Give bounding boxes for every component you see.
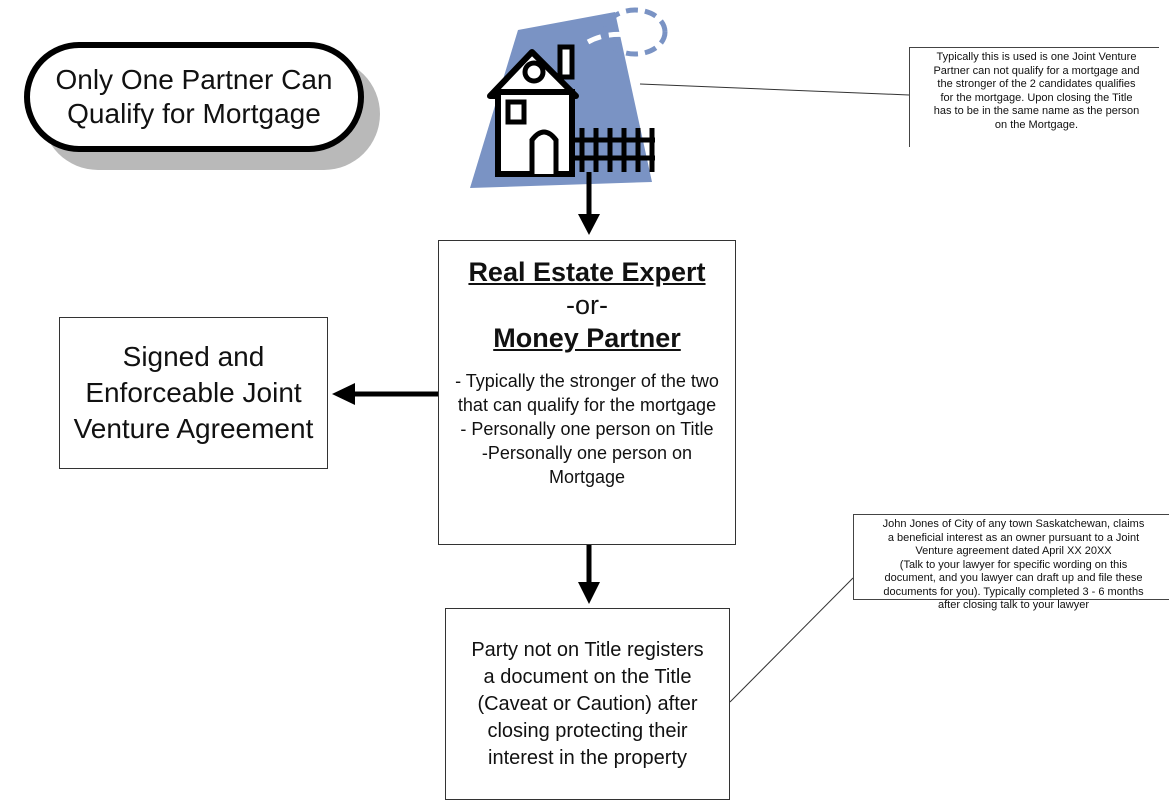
- start-line: Only One Partner Can: [55, 64, 333, 95]
- caveat-line: a document on the Title: [483, 666, 692, 688]
- note-top-line: has to be in the same name as the person: [933, 105, 1140, 117]
- caveat-line: (Caveat or Caution) after: [477, 693, 698, 715]
- note-bottom: John Jones of City of any town Saskatche…: [853, 514, 1169, 611]
- partner-detail-line: - Personally one person on Title: [460, 419, 714, 439]
- note-bottom-line: after closing talk to your lawyer: [937, 599, 1089, 611]
- note-bottom-line: Venture agreement dated April XX 20XX: [915, 545, 1112, 557]
- note-top-line: on the Mortgage.: [994, 118, 1079, 131]
- money-partner-heading: Money Partner: [493, 323, 681, 353]
- caveat-line: closing protecting their: [487, 720, 688, 742]
- start-pill: Only One Partner Can Qualify for Mortgag…: [24, 42, 364, 152]
- caveat-line: interest in the property: [488, 747, 687, 769]
- callout-line-top: [639, 83, 910, 96]
- note-bottom-line: a beneficial interest as an owner pursua…: [887, 531, 1140, 544]
- note-top-line: for the mortgage. Upon closing the Title: [940, 91, 1133, 104]
- note-top-line: Typically this is used is one Joint Vent…: [936, 51, 1137, 63]
- note-top: Typically this is used is one Joint Vent…: [909, 47, 1159, 147]
- note-bottom-line: documents for you). Typically completed …: [883, 585, 1144, 598]
- agreement-line: Venture Agreement: [73, 413, 314, 444]
- agreement-line: Signed and: [122, 341, 265, 372]
- callout-line-bottom: [729, 577, 854, 703]
- partner-detail-line: - Typically the stronger of the two: [455, 371, 719, 391]
- caveat-line: Party not on Title registers: [471, 639, 704, 661]
- partner-detail-line: -Personally one person on: [481, 443, 693, 463]
- partner-detail-line: Mortgage: [548, 467, 626, 487]
- note-bottom-line: document, and you lawyer can draft up an…: [884, 572, 1143, 584]
- partner-detail-line: that can qualify for the mortgage: [457, 395, 717, 415]
- note-top-line: the stronger of the 2 candidates qualifi…: [937, 78, 1136, 90]
- partner-box: Real Estate Expert -or- Money Partner - …: [438, 240, 736, 545]
- real-estate-expert-heading: Real Estate Expert: [468, 257, 706, 287]
- arrow-center-to-left: [332, 383, 440, 405]
- note-top-line: Partner can not qualify for a mortgage a…: [933, 64, 1140, 77]
- agreement-line: Enforceable Joint: [85, 377, 302, 408]
- caveat-box: Party not on Title registers a document …: [445, 608, 730, 800]
- start-line: Qualify for Mortgage: [67, 98, 321, 129]
- note-bottom-line: (Talk to your lawyer for specific wordin…: [899, 558, 1128, 571]
- arrow-center-to-bottom: [578, 543, 600, 604]
- house-icon: [470, 7, 668, 188]
- note-bottom-line: John Jones of City of any town Saskatche…: [882, 518, 1145, 530]
- agreement-box: Signed and Enforceable Joint Venture Agr…: [59, 317, 328, 469]
- arrow-house-to-center: [578, 172, 600, 235]
- or-label: -or-: [566, 290, 608, 320]
